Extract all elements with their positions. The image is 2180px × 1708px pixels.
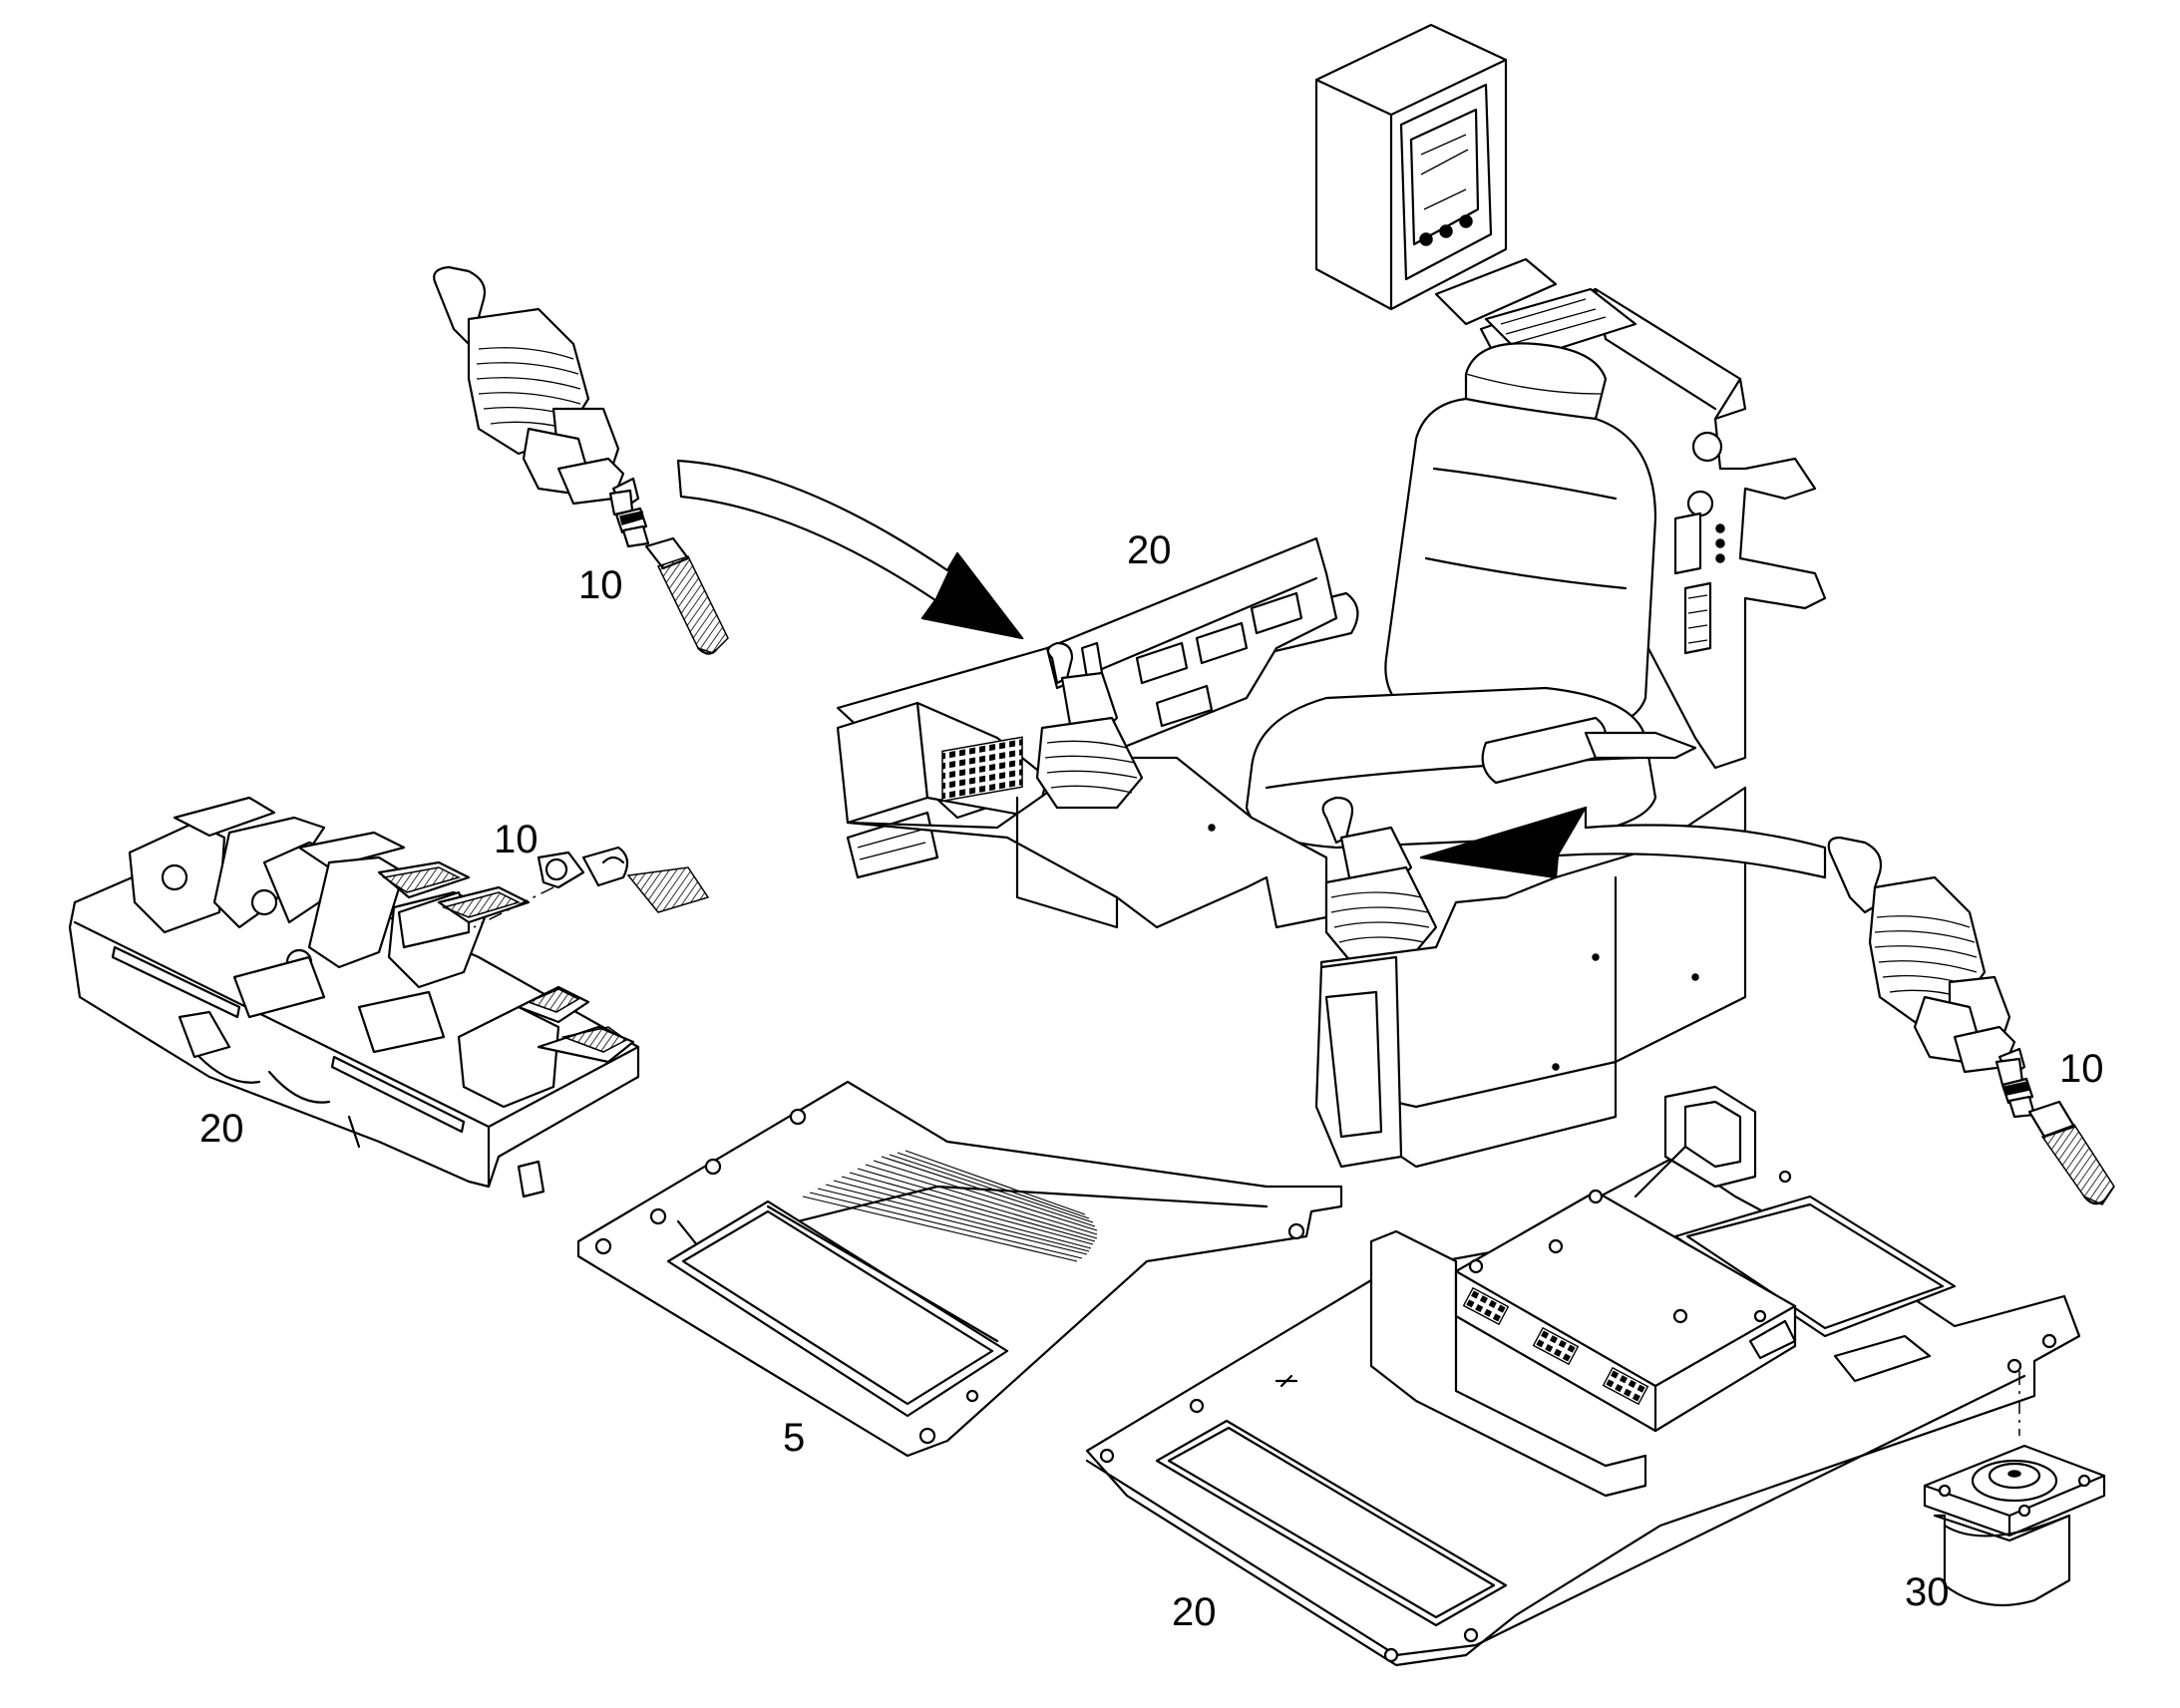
callout-mount: 30 — [1905, 1570, 1950, 1614]
display-control-box — [1314, 23, 1558, 326]
pedal-assembly — [68, 796, 710, 1198]
callout-joystick-right: 10 — [2059, 1047, 2104, 1091]
joystick-left-assembly — [433, 265, 729, 655]
arrow-left — [676, 459, 1024, 640]
floor-plate — [1085, 1085, 2081, 1667]
callout-pedal-fitting: 10 — [494, 818, 539, 861]
mount-30 — [1923, 1444, 2106, 1607]
callout-joystick-left: 10 — [578, 563, 623, 607]
operator-console — [836, 287, 1827, 1169]
callout-pedal-assembly: 20 — [199, 1107, 244, 1151]
arrow-right — [1419, 806, 1827, 879]
callout-console: 20 — [1127, 528, 1172, 572]
callout-floor-mat: 5 — [783, 1416, 805, 1460]
joystick-right-assembly — [1827, 836, 2115, 1205]
floor-mat — [576, 1080, 1343, 1458]
callout-floor-plate: 20 — [1172, 1590, 1217, 1634]
